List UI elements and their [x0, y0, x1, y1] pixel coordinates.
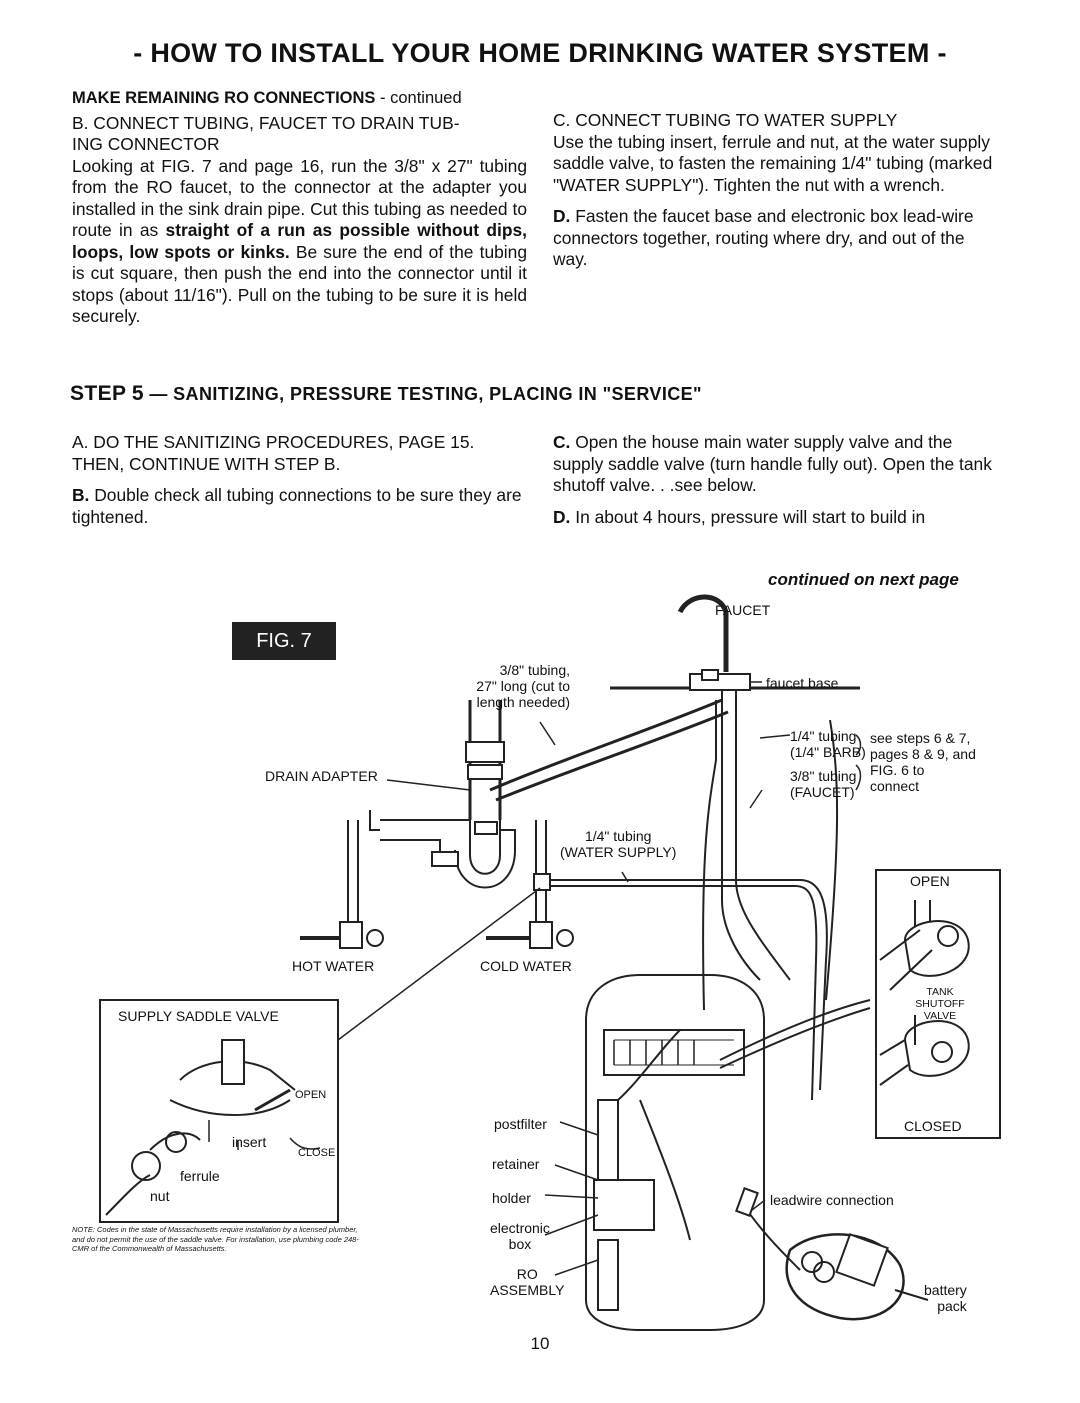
- c-heading: C. CONNECT TUBING TO WATER SUPPLY: [553, 110, 898, 130]
- battery-line1: battery: [924, 1282, 967, 1298]
- t38-line2: (FAUCET): [790, 784, 855, 800]
- battery-pack-label: battery pack: [924, 1282, 967, 1314]
- section-heading-suffix: - continued: [375, 89, 462, 107]
- section-heading: MAKE REMAINING RO CONNECTIONS: [72, 89, 376, 107]
- open-label: OPEN: [910, 873, 950, 889]
- sv-ferrule-label: ferrule: [180, 1168, 220, 1184]
- ro-line1: RO: [516, 1266, 538, 1282]
- c-paragraph: Use the tubing insert, ferrule and nut, …: [553, 131, 993, 195]
- supply-saddle-valve-label: SUPPLY SADDLE VALVE: [118, 1008, 279, 1024]
- see-line1: see steps 6 & 7,: [870, 730, 971, 746]
- step5-c-label: C.: [553, 432, 571, 452]
- continued-note: continued on next page: [768, 570, 959, 589]
- electronic-line2: box: [508, 1236, 532, 1252]
- tubing-38-faucet-label: 3/8" tubing (FAUCET): [790, 768, 856, 800]
- step5-heading: STEP 5 — SANITIZING, PRESSURE TESTING, P…: [70, 382, 702, 406]
- faucet-base-label: faucet base: [766, 675, 839, 691]
- step-number: 5: [131, 382, 144, 405]
- closed-label: CLOSED: [904, 1118, 962, 1134]
- tubing-38-label: 3/8" tubing, 27" long (cut to length nee…: [458, 662, 570, 710]
- step5-right: C. Open the house main water supply valv…: [553, 432, 1001, 528]
- cold-water-label: COLD WATER: [480, 958, 572, 974]
- b-heading-line1: B. CONNECT TUBING, FAUCET TO DRAIN TUB-: [72, 112, 460, 133]
- leadwire-label: leadwire connection: [770, 1192, 894, 1208]
- drain-adapter-label: DRAIN ADAPTER: [265, 768, 378, 784]
- massachusetts-note: NOTE: Codes in the state of Massachusett…: [72, 1225, 359, 1253]
- step5-d-label: D.: [553, 506, 571, 527]
- tubing-38-line2: 27" long (cut to: [476, 678, 570, 694]
- figure-badge: FIG. 7: [232, 622, 336, 660]
- battery-line2: pack: [937, 1298, 967, 1314]
- b-heading-line2: ING CONNECTOR: [72, 134, 220, 154]
- sv-nut-label: nut: [150, 1188, 170, 1204]
- step5-d: In about 4 hours, pressure will start to…: [570, 506, 926, 527]
- left-column: MAKE REMAINING RO CONNECTIONS - continue…: [72, 88, 527, 328]
- tubing-38-line1: 3/8" tubing,: [499, 662, 570, 678]
- retainer-label: retainer: [492, 1156, 540, 1172]
- tubing-14-barb-label: 1/4" tubing (1/4" BARB): [790, 728, 866, 760]
- t14-line1: 1/4" tubing: [790, 728, 857, 744]
- step5-a: A. DO THE SANITIZING PROCEDURES, PAGE 15…: [72, 432, 475, 474]
- tank-shutoff-line2: SHUTOFF VALVE: [915, 998, 965, 1022]
- tank-shutoff-line1: TANK: [926, 986, 954, 998]
- holder-label: holder: [492, 1190, 531, 1206]
- step-title: — SANITIZING, PRESSURE TESTING, PLACING …: [143, 384, 702, 404]
- tubing-38-line3: length needed): [476, 694, 570, 710]
- t14-line2: (1/4" BARB): [790, 744, 866, 760]
- sv-close-label: CLOSE: [298, 1147, 336, 1159]
- tank-shutoff-label: TANK SHUTOFF VALVE: [900, 986, 980, 1022]
- electronic-box-label: electronic box: [490, 1220, 550, 1252]
- b-paragraph-start: Looking at FIG. 7 and page 16, run the 3…: [72, 155, 527, 241]
- step5-left: A. DO THE SANITIZING PROCEDURES, PAGE 15…: [72, 432, 522, 528]
- sv-insert-label: insert: [232, 1134, 267, 1150]
- d-label: D.: [553, 206, 571, 226]
- step5-b: Double check all tubing connections to b…: [72, 485, 522, 527]
- step-label: STEP: [70, 382, 127, 405]
- see-line2: pages 8 & 9, and: [870, 746, 976, 762]
- faucet-label: FAUCET: [715, 602, 771, 618]
- step5-c: Open the house main water supply valve a…: [553, 432, 992, 495]
- sv-open-label: OPEN: [295, 1089, 327, 1101]
- postfilter-label: postfilter: [494, 1116, 547, 1132]
- ro-assembly-label: RO ASSEMBLY: [490, 1266, 564, 1298]
- electronic-line1: electronic: [490, 1220, 550, 1236]
- step5-b-label: B.: [72, 485, 90, 505]
- see-steps-label: see steps 6 & 7, pages 8 & 9, and FIG. 6…: [870, 730, 976, 794]
- d-paragraph: Fasten the faucet base and electronic bo…: [553, 206, 974, 269]
- b-paragraph-emphasis: straight of a run as possible without di…: [72, 220, 527, 262]
- see-line4: connect: [870, 778, 920, 794]
- b-paragraph-end: Be sure the end of the tubing is cut squ…: [72, 241, 527, 327]
- ro-line2: ASSEMBLY: [490, 1282, 565, 1298]
- see-line3: FIG. 6 to: [870, 762, 925, 778]
- page-number: 10: [530, 1334, 550, 1353]
- right-column: C. CONNECT TUBING TO WATER SUPPLY Use th…: [553, 110, 1001, 271]
- hot-water-label: HOT WATER: [292, 958, 375, 974]
- water-supply-line1: 1/4" tubing: [584, 828, 652, 844]
- water-supply-label: 1/4" tubing (WATER SUPPLY): [560, 828, 676, 860]
- page-title: - HOW TO INSTALL YOUR HOME DRINKING WATE…: [133, 38, 947, 68]
- t38-line1: 3/8" tubing: [790, 768, 857, 784]
- water-supply-line2: (WATER SUPPLY): [560, 844, 677, 860]
